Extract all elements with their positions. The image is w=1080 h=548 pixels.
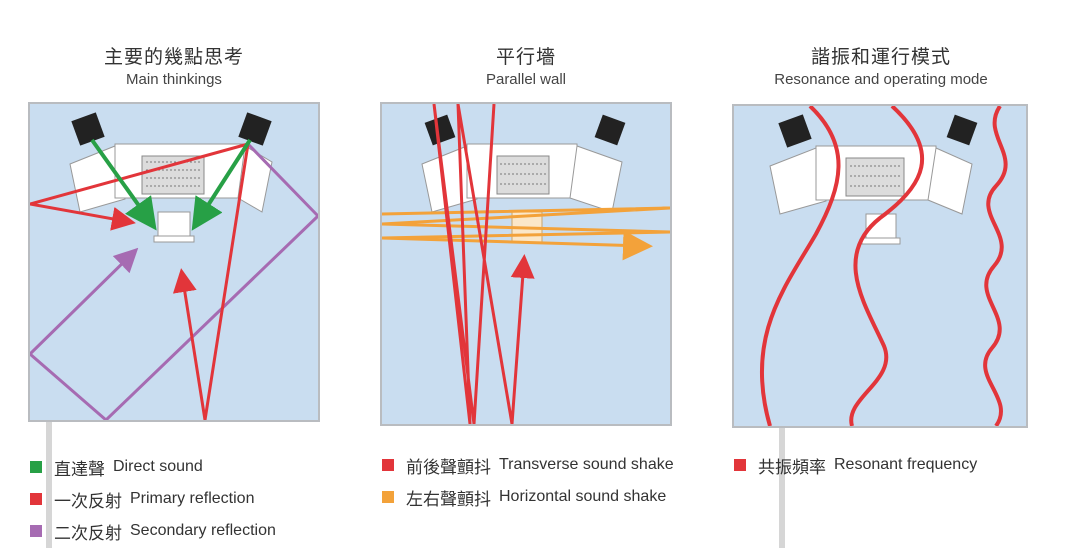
legend-label-zh: 左右聲顫抖 bbox=[406, 489, 491, 510]
panel-title-en: Resonance and operating mode bbox=[774, 71, 988, 88]
panel-title-en: Main thinkings bbox=[126, 71, 222, 88]
speaker-icon bbox=[71, 112, 105, 146]
resonance-wave bbox=[759, 104, 841, 427]
legend-item-direct: 直達聲 Direct sound bbox=[30, 451, 276, 483]
panel-title-zh: 平行墻 bbox=[495, 46, 556, 68]
legend-swatch bbox=[30, 461, 42, 473]
legend-left: 直達聲 Direct sound 一次反射 Primary reflection… bbox=[30, 451, 276, 547]
mixing-console-icon bbox=[769, 145, 973, 215]
speaker-icon bbox=[594, 114, 626, 146]
legend-item-primary: 一次反射 Primary reflection bbox=[30, 483, 276, 515]
room-diagram-parallel bbox=[381, 103, 671, 425]
room-diagram-resonance bbox=[759, 104, 1008, 428]
speaker-icon bbox=[238, 112, 272, 146]
room-panel-main bbox=[27, 102, 321, 423]
legend-swatch bbox=[382, 459, 394, 471]
mixing-console-icon bbox=[421, 143, 623, 213]
legend-label-en: Direct sound bbox=[113, 458, 203, 475]
legend-label-zh: 直達聲 bbox=[54, 459, 105, 480]
legend-label-en: Horizontal sound shake bbox=[499, 488, 667, 505]
resonance-wave bbox=[983, 104, 1008, 428]
legend-label-en: Primary reflection bbox=[130, 490, 255, 507]
primary-reflection-path bbox=[29, 142, 249, 231]
room-panel-resonance bbox=[732, 104, 1028, 428]
legend-swatch bbox=[30, 493, 42, 505]
legend-swatch bbox=[30, 525, 42, 537]
legend-label-en: Resonant frequency bbox=[834, 456, 978, 473]
panel-title-zh: 諧振和運行模式 bbox=[810, 46, 951, 68]
resonance-wave bbox=[849, 104, 924, 427]
panel-title-resonance: 諧振和運行模式 Resonance and operating mode bbox=[718, 42, 1044, 88]
panel-title-parallel: 平行墻 Parallel wall bbox=[380, 42, 672, 88]
legend-item-secondary: 二次反射 Secondary reflection bbox=[30, 515, 276, 547]
legend-middle: 前後聲顫抖 Transverse sound shake 左右聲顫抖 Horiz… bbox=[382, 449, 674, 513]
legend-item-horizontal: 左右聲顫抖 Horizontal sound shake bbox=[382, 481, 674, 513]
panel-title-zh: 主要的幾點思考 bbox=[103, 46, 244, 68]
speaker-icon bbox=[778, 114, 812, 148]
legend-label-en: Transverse sound shake bbox=[499, 456, 674, 473]
legend-label-zh: 一次反射 bbox=[54, 491, 122, 512]
legend-label-zh: 二次反射 bbox=[54, 523, 122, 544]
legend-label-zh: 共振頻率 bbox=[758, 457, 826, 478]
speaker-icon bbox=[424, 114, 456, 146]
legend-right: 共振頻率 Resonant frequency bbox=[734, 449, 977, 481]
legend-swatch bbox=[382, 491, 394, 503]
legend-swatch bbox=[734, 459, 746, 471]
panel-title-en: Parallel wall bbox=[485, 71, 567, 88]
legend-label-en: Secondary reflection bbox=[130, 522, 276, 539]
legend-item-resonant: 共振頻率 Resonant frequency bbox=[734, 449, 977, 481]
room-diagram-main bbox=[27, 112, 321, 423]
direct-sound-path bbox=[191, 138, 252, 231]
legend-item-transverse: 前後聲顫抖 Transverse sound shake bbox=[382, 449, 674, 481]
legend-label-zh: 前後聲顫抖 bbox=[406, 457, 491, 478]
horizontal-shake-path bbox=[381, 206, 671, 261]
left-stand-post bbox=[46, 420, 52, 548]
panel-title-main: 主要的幾點思考 Main thinkings bbox=[28, 42, 320, 88]
chair-icon bbox=[153, 211, 195, 243]
mixing-console-icon bbox=[69, 143, 273, 213]
right-stand-post bbox=[779, 424, 785, 548]
speaker-icon bbox=[946, 114, 978, 146]
room-panel-parallel bbox=[380, 102, 672, 426]
direct-sound-path bbox=[90, 138, 157, 231]
